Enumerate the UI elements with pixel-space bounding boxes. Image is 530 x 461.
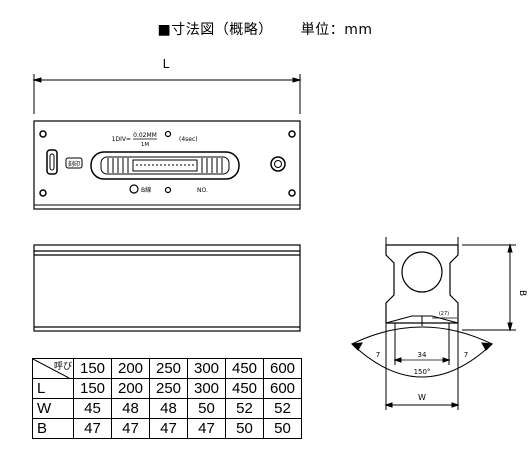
unit-text: 単位：mm [300, 22, 373, 38]
column-header: 300 [187, 358, 226, 379]
table-cell: 48 [149, 398, 188, 419]
level-front-view: 刻印 1DIV= 0.02MM 1M (4sec) B線 NO. [33, 120, 301, 210]
table-cell: 47 [111, 418, 150, 439]
b-label: B線 [141, 186, 151, 194]
dimension-table: 呼び 150 200 250 300 450 600 L 150 200 250… [32, 358, 302, 439]
table-cell: 52 [263, 398, 302, 419]
level-side-view [33, 244, 301, 332]
table-row: L 150 200 250 300 450 600 [32, 378, 302, 399]
angle-label: 150° [414, 368, 431, 376]
column-header: 600 [263, 358, 302, 379]
dim-34-label: 34 [418, 351, 427, 359]
no-label: NO. [197, 187, 208, 194]
row-label: L [32, 378, 74, 399]
length-dimension [32, 74, 302, 114]
table-cell: 50 [225, 418, 264, 439]
screw-icon [39, 130, 47, 138]
length-label: L [163, 57, 170, 71]
table-corner: 呼び [32, 358, 74, 379]
dim-7-left-label: 7 [376, 351, 380, 359]
b-mark-icon [129, 184, 139, 194]
tag-label: 刻印 [68, 160, 80, 168]
screw-icon [288, 130, 296, 138]
table-cell: 200 [111, 378, 150, 399]
div-value: 0.02MM [133, 132, 157, 139]
table-row: B 47 47 47 47 50 50 [32, 418, 302, 439]
table-cell: 300 [187, 378, 226, 399]
title-text: ■寸法図（概略） [157, 22, 273, 38]
table-cell: 47 [187, 418, 226, 439]
diagonal-line [33, 359, 69, 378]
table-cell: 50 [263, 418, 302, 439]
b-dim-label: B [517, 290, 527, 296]
small-dim-label: (27) [439, 311, 449, 317]
column-header: 450 [225, 358, 264, 379]
table-cell: 48 [111, 398, 150, 419]
column-header: 150 [73, 358, 112, 379]
page-title: ■寸法図（概略） 単位：mm [0, 19, 530, 39]
div-prefix: 1DIV= [112, 136, 131, 143]
row-label: B [32, 418, 74, 439]
w-dim-label: W [418, 393, 426, 402]
column-header: 200 [111, 358, 150, 379]
table-cell: 45 [73, 398, 112, 419]
table-cell: 250 [149, 378, 188, 399]
screw-icon [288, 189, 296, 197]
table-cell: 600 [263, 378, 302, 399]
column-header: 250 [149, 358, 188, 379]
screw-icon [39, 189, 47, 197]
level-end-view [350, 237, 516, 410]
table-cell: 52 [225, 398, 264, 419]
table-header-row: 呼び 150 200 250 300 450 600 [32, 358, 302, 379]
table-cell: 50 [187, 398, 226, 419]
div-denominator: 1M [141, 142, 149, 148]
row-label: W [32, 398, 74, 419]
div-seconds: (4sec) [179, 136, 198, 143]
table-cell: 150 [73, 378, 112, 399]
table-row: W 45 48 48 50 52 52 [32, 398, 302, 419]
dim-7-right-label: 7 [464, 351, 468, 359]
table-cell: 47 [149, 418, 188, 439]
table-cell: 450 [225, 378, 264, 399]
table-cell: 47 [73, 418, 112, 439]
corner-label: 呼び [53, 361, 72, 371]
